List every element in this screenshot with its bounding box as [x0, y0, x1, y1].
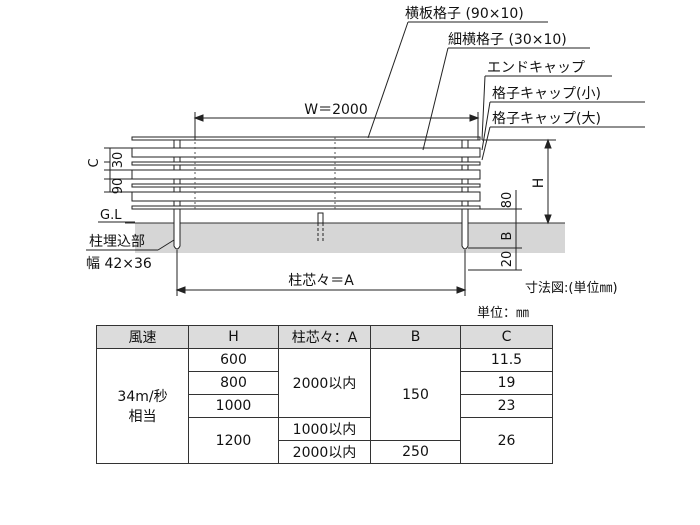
a-cell: 1000以内 — [278, 417, 371, 441]
width-label: W＝2000 — [304, 102, 367, 118]
table-row: 1000 23 — [97, 394, 553, 418]
right-small-dimensions — [468, 190, 522, 271]
a-cell: 2000以内 — [278, 440, 371, 464]
fence-slats — [131, 136, 481, 210]
pitch-dimension — [175, 250, 467, 296]
slat-wide-3 — [131, 191, 481, 202]
h-cell: 800 — [188, 371, 279, 395]
c-cell: 26 — [460, 417, 553, 464]
table-header-row: 風速 H 柱芯々：A B C — [96, 325, 553, 349]
slat-wide-1 — [131, 147, 481, 158]
c-cell: 19 — [460, 371, 553, 395]
callout-horizontal-slat: 横板格子 (90×10) — [405, 6, 524, 22]
callout-end-cap: エンドキャップ — [487, 60, 585, 76]
table-row: 800 19 — [97, 371, 553, 395]
callout-leaders — [367, 21, 645, 161]
header-b: B — [370, 325, 461, 349]
post-center — [317, 212, 324, 243]
callout-thin-slat: 細横格子 (30×10) — [448, 32, 567, 48]
dim-80-label: 80 — [500, 192, 515, 209]
table-row: 1200 1000以内 26 — [97, 417, 553, 464]
a-cell: 2000以内 — [278, 348, 371, 418]
wind-note: 相当 — [128, 409, 157, 425]
dim-c-label: C — [87, 158, 102, 167]
embed-width-label: 幅 42×36 — [86, 256, 152, 272]
dim-30-label: 30 — [111, 152, 126, 169]
wind-value: 34m/秒 — [117, 389, 168, 405]
header-c: C — [460, 325, 553, 349]
b-cell: 150 — [370, 348, 461, 441]
header-a: 柱芯々：A — [278, 325, 371, 349]
h-cell: 600 — [188, 348, 279, 372]
header-h: H — [188, 325, 279, 349]
table-row: 34m/秒 相当 600 2000以内 150 11.5 — [96, 348, 553, 464]
dim-90-label: 90 — [111, 178, 126, 195]
left-dimensions — [104, 147, 132, 193]
slat-thin-2 — [131, 161, 481, 166]
slat-wide-2 — [131, 169, 481, 180]
pitch-label: 柱芯々＝A — [288, 273, 354, 289]
c-cell: 11.5 — [460, 348, 553, 372]
callout-cap-large: 格子キャップ(大) — [492, 111, 601, 127]
dim-h-label: H — [531, 178, 547, 189]
callout-cap-small: 格子キャップ(小) — [492, 86, 601, 102]
spec-table: 風速 H 柱芯々：A B C 34m/秒 相当 600 2000以内 150 1… — [96, 325, 553, 464]
dim-b-label: B — [500, 232, 515, 241]
wind-cell: 34m/秒 相当 — [96, 348, 189, 464]
embed-label: 柱埋込部 — [89, 234, 145, 250]
height-dimension — [482, 138, 556, 225]
header-wind: 風速 — [96, 325, 189, 349]
slat-thin-3 — [131, 183, 481, 188]
table-row: 2000以内 250 — [97, 440, 553, 464]
gl-label: G.L — [100, 208, 122, 223]
h-cell: 1200 — [188, 417, 279, 464]
slat-thin-top — [131, 136, 481, 141]
c-cell: 23 — [460, 394, 553, 418]
h-cell: 1000 — [188, 394, 279, 418]
b-cell: 250 — [370, 440, 461, 464]
fence-dimension-diagram: W＝2000 横板格子 (90×10) 細横格子 (30×10) エンドキャップ… — [86, 6, 645, 320]
table-units-note: 単位：㎜ — [477, 305, 529, 320]
dim-20-label: 20 — [500, 251, 515, 268]
slat-thin-bottom — [131, 205, 481, 210]
figure-units-note: 寸法図:(単位㎜) — [525, 280, 618, 296]
